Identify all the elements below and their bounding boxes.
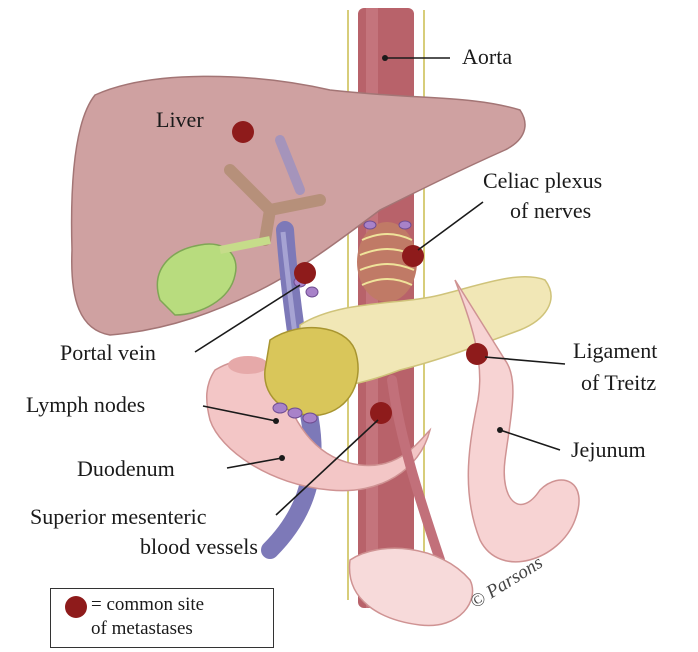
aorta-label: Aorta — [462, 44, 512, 70]
leader-celiac — [418, 202, 483, 250]
small-bowel-loop — [350, 548, 473, 625]
sma-label-line1: Superior mesenteric — [30, 504, 207, 530]
legend-line2: of metastases — [91, 617, 204, 641]
ligament-label-line1: Ligament — [573, 338, 657, 364]
metastasis-dot-sma — [370, 402, 392, 424]
jejunum-label: Jejunum — [571, 437, 646, 463]
sma-label-line2: blood vessels — [140, 534, 258, 560]
metastasis-dot-icon — [65, 596, 87, 618]
celiac-label-line2: of nerves — [510, 198, 591, 224]
legend-line1: = common site — [91, 593, 204, 617]
legend-box: = common site of metastases — [50, 588, 274, 648]
metastasis-dot-portal — [294, 262, 316, 284]
legend-text: = common site of metastases — [91, 593, 204, 641]
metastasis-dot-treitz — [466, 343, 488, 365]
leader-jejunum — [500, 430, 560, 450]
celiac-label-line1: Celiac plexus — [483, 168, 602, 194]
metastasis-dot-liver — [232, 121, 254, 143]
pancreas-head — [265, 328, 358, 416]
ligament-label-line2: of Treitz — [581, 370, 656, 396]
lymph-nodes-label: Lymph nodes — [26, 392, 145, 418]
liver-label: Liver — [156, 107, 204, 133]
duodenum-label: Duodenum — [77, 456, 175, 482]
portal-vein-label: Portal vein — [60, 340, 156, 366]
